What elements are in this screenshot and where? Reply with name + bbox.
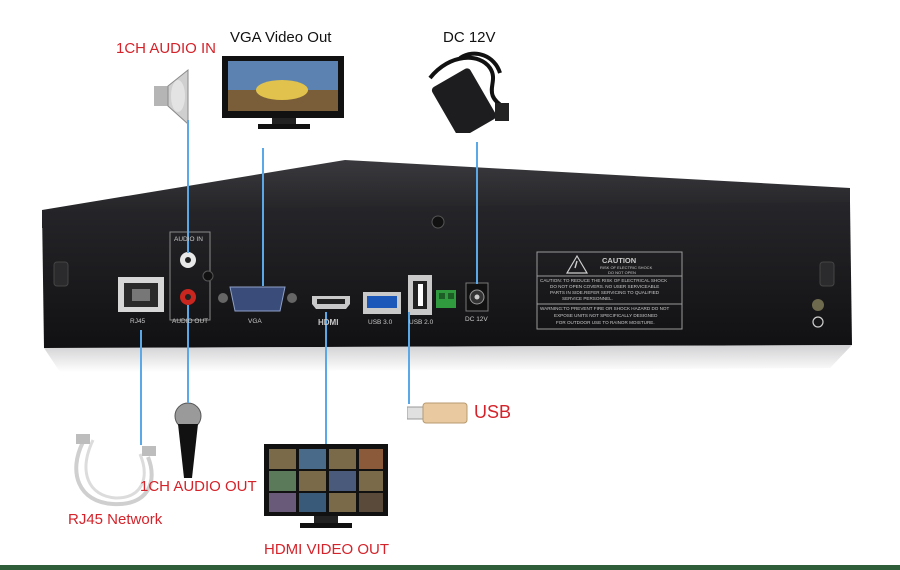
panel-dc12-label: DC 12V [465, 316, 488, 323]
hdmi-monitor-icon [264, 444, 388, 528]
caution-sub-1: RISK OF ELECTRIC SHOCK [600, 265, 653, 270]
dc-12v-label: DC 12V [443, 29, 496, 46]
usb-connector-line [408, 312, 410, 404]
caution-line-3: PARTS IN SIDE.REFER SERVICING TO QUALIFI… [550, 290, 660, 295]
caution-line-4: SERVICE PERSONNEL. [562, 296, 613, 301]
caution-line-1: CAUTION: TO REDUCE THE RISK OF ELECTRICA… [540, 278, 668, 283]
audio-out-connector-line [187, 305, 189, 403]
usb-label: USB [474, 402, 512, 422]
speaker-icon [154, 68, 189, 126]
rj45-network-label: RJ45 Network [68, 511, 163, 528]
caution-title: CAUTION [602, 256, 637, 265]
dc-connector-line [476, 142, 478, 284]
network-cable-icon [74, 434, 156, 507]
caution-line-2: DO NOT OPEN COVERS. NO USER SERVICEABLE [550, 284, 660, 289]
bottom-border [0, 565, 900, 570]
rj45-connector-line [140, 330, 142, 445]
caution-label: CAUTION RISK OF ELECTRIC SHOCK DO NOT OP… [538, 253, 681, 329]
vga-out-label: VGA Video Out [230, 29, 332, 46]
panel-vga-label: VGA [248, 318, 262, 325]
panel-rj45-label: RJ45 [130, 318, 146, 325]
microphone-icon [174, 402, 202, 478]
audio-in-connector-line [187, 120, 189, 253]
vga-monitor-icon [222, 56, 344, 129]
panel-usb30-label: USB 3.0 [368, 319, 393, 326]
warning-line-3: FOR OUTDOOR USE TO RAINOR MOISTURE. [556, 320, 655, 325]
hdmi-video-out-label: HDMI VIDEO OUT [264, 541, 390, 558]
panel-hdmi-label: HDMI [318, 318, 339, 327]
audio-out-label: 1CH AUDIO OUT [140, 478, 257, 495]
warning-line-2: EXPOSE UNITS NOT SPECIFICALLY DESIGNED [554, 313, 658, 318]
usb-flash-drive-icon [407, 402, 468, 424]
panel-audio-in-label: AUDIO IN [174, 236, 203, 243]
caution-sub-2: DO NOT OPEN [608, 270, 636, 275]
vga-connector-line [262, 148, 264, 286]
panel-usb20-label: USB 2.0 [409, 319, 434, 326]
hdmi-connector-line [325, 312, 327, 444]
power-adapter-icon [428, 51, 509, 133]
warning-line-1: WARNING:TO PREVENT FIRE OR SHOCK HAZARD … [540, 306, 670, 311]
panel-audio-out-label: AUDIO OUT [172, 318, 209, 325]
audio-in-label: 1CH AUDIO IN [116, 40, 217, 57]
